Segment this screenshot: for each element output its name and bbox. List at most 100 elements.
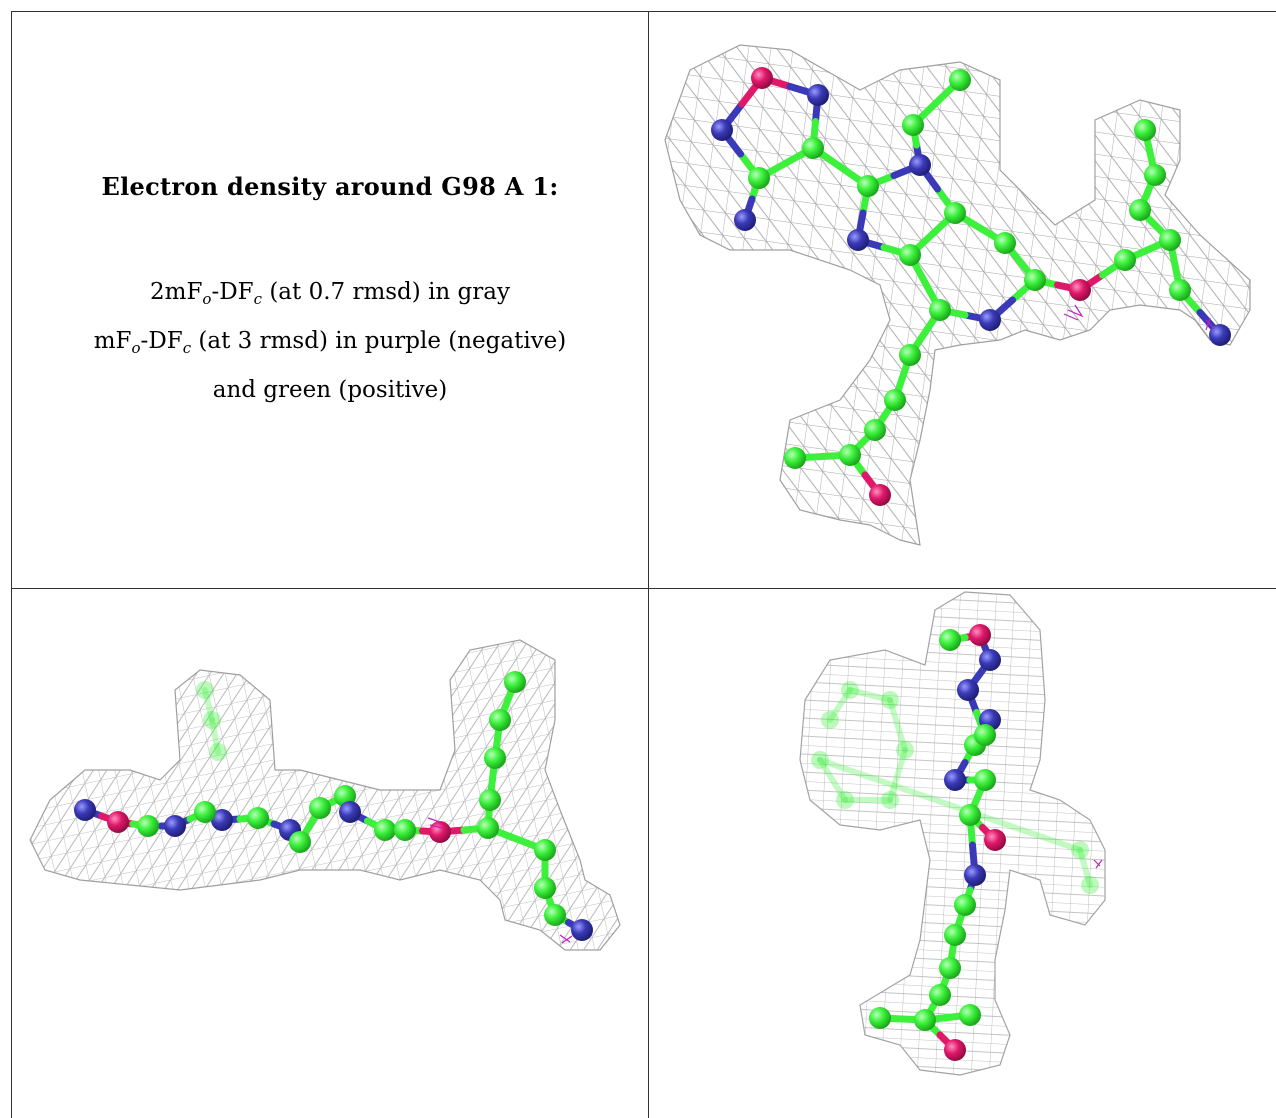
nitrogen-atom-bottom_left-2 — [164, 815, 186, 837]
ghost-atom-bottom_right-4 — [881, 791, 899, 809]
carbon-atom-bottom_left-4 — [247, 807, 269, 829]
ghost-atom-bottom_right-7 — [1071, 841, 1089, 859]
carbon-atom-bottom_right-16 — [959, 1004, 981, 1026]
carbon-atom-top_right-13 — [994, 232, 1016, 254]
caption-line-2mfo: 2mFo-DFc (at 0.7 rmsd) in gray — [150, 279, 510, 308]
carbon-atom-bottom_left-16 — [484, 747, 506, 769]
frame-left — [11, 11, 12, 1118]
oxygen-atom-bottom_right-9 — [984, 829, 1006, 851]
carbon-atom-top_right-16 — [929, 299, 951, 321]
carbon-atom-bottom_left-19 — [534, 877, 556, 899]
nitrogen-atom-bottom_right-3 — [957, 679, 979, 701]
carbon-atom-top_right-6 — [857, 175, 879, 197]
nitrogen-atom-top_right-24 — [1209, 324, 1231, 346]
carbon-atom-top_right-22 — [1159, 229, 1181, 251]
carbon-atom-top_right-27 — [864, 419, 886, 441]
ghost-bond-bottom_left-0 — [202, 687, 215, 723]
ghost-atom-bottom_left-0 — [196, 681, 214, 699]
nitrogen-atom-bottom_left-3 — [211, 809, 233, 831]
negative-density-marks — [427, 304, 1215, 944]
caption-cell: Electron density around G98 A 1: 2mFo-DF… — [12, 12, 648, 588]
frame-middle-vertical — [648, 11, 649, 1118]
carbon-atom-top_right-9 — [949, 69, 971, 91]
density-mesh-bottom-right — [799, 591, 1106, 1076]
carbon-atom-top_right-19 — [1134, 119, 1156, 141]
nitrogen-atom-top_right-15 — [979, 309, 1001, 331]
oxygen-atom-top_right-17 — [1069, 279, 1091, 301]
caption-line-positive: and green (positive) — [212, 377, 448, 403]
ghost-bond-bottom_right-6 — [817, 757, 1083, 853]
carbon-atom-bottom_left-17 — [479, 789, 501, 811]
ghost-bond-bottom_left-1 — [209, 717, 221, 755]
carbon-atom-bottom_left-15 — [489, 709, 511, 731]
ghost-atom-bottom_right-5 — [836, 791, 854, 809]
oxygen-atom-bottom_right-0 — [969, 624, 991, 646]
carbon-atom-bottom_left-14 — [504, 671, 526, 693]
carbon-atom-bottom_right-19 — [974, 724, 996, 746]
carbon-atom-top_right-23 — [1169, 279, 1191, 301]
nitrogen-atom-bottom_left-0 — [74, 799, 96, 821]
carbon-atom-top_right-25 — [899, 344, 921, 366]
carbon-atom-bottom_right-1 — [939, 629, 961, 651]
ghost-bond-bottom_right-2 — [887, 697, 908, 753]
carbon-atom-top_right-3 — [748, 167, 770, 189]
ghost-atom-bottom_right-6 — [811, 751, 829, 769]
ghost-atom-bottom_right-3 — [896, 741, 914, 759]
carbon-atom-bottom_left-11 — [394, 819, 416, 841]
carbon-atom-top_right-12 — [944, 202, 966, 224]
nitrogen-atom-top_right-10 — [847, 229, 869, 251]
carbon-atom-top_right-20 — [1144, 164, 1166, 186]
carbon-atom-bottom_right-11 — [954, 894, 976, 916]
density-mesh-bottom-left — [29, 639, 621, 951]
oxygen-atom-bottom_right-17 — [944, 1039, 966, 1061]
carbon-atom-top_right-14 — [1024, 269, 1046, 291]
carbon-atom-top_right-2 — [802, 137, 824, 159]
oxygen-atom-bottom_left-1 — [107, 811, 129, 833]
ghost-atom-bottom_right-8 — [1081, 876, 1099, 894]
carbon-atom-bottom_right-14 — [929, 984, 951, 1006]
ghost-bond-bottom_right-3 — [887, 747, 908, 803]
nitrogen-atom-bottom_left-21 — [571, 919, 593, 941]
carbon-atom-bottom_left-18 — [534, 839, 556, 861]
oxygen-atom-bottom_left-12 — [429, 821, 451, 843]
carbon-atom-top_right-11 — [899, 244, 921, 266]
carbon-atom-bottom_right-12 — [944, 924, 966, 946]
carbon-atom-top_right-29 — [784, 447, 806, 469]
frame-middle-horizontal — [12, 588, 1276, 589]
nitrogen-atom-bottom_right-6 — [944, 769, 966, 791]
ghost-bond-bottom_right-0 — [827, 687, 853, 723]
nitrogen-atom-bottom_left-9 — [339, 801, 361, 823]
carbon-atom-top_right-18 — [1114, 249, 1136, 271]
nitrogen-atom-top_right-7 — [909, 154, 931, 176]
carbon-atom-bottom_right-13 — [939, 957, 961, 979]
caption-line-mfo: mFo-DFc (at 3 rmsd) in purple (negative) — [93, 328, 567, 357]
nitrogen-atom-bottom_right-10 — [964, 864, 986, 886]
carbon-atom-top_right-8 — [902, 114, 924, 136]
carbon-atom-top_right-28 — [839, 444, 861, 466]
caption-body: 2mFo-DFc (at 0.7 rmsd) in gray mFo-DFc (… — [94, 271, 567, 411]
carbon-atom-bottom_left-10 — [374, 819, 396, 841]
carbon-atom-bottom_left-20 — [544, 904, 566, 926]
ghost-atom-bottom_right-0 — [821, 711, 839, 729]
carbon-atom-bottom_left-13 — [477, 817, 499, 839]
carbon-atom-bottom_right-15 — [869, 1007, 891, 1029]
nitrogen-atom-top_right-1 — [807, 84, 829, 106]
ghost-atom-bottom_left-1 — [203, 711, 221, 729]
carbon-atom-bottom_left-22 — [137, 815, 159, 837]
atoms-layer — [74, 67, 1231, 1061]
oxygen-atom-top_right-0 — [751, 67, 773, 89]
oxygen-atom-top_right-30 — [869, 484, 891, 506]
carbon-atom-bottom_right-7 — [974, 769, 996, 791]
caption-title: Electron density around G98 A 1: — [101, 172, 559, 201]
carbon-atom-bottom_left-7 — [309, 797, 331, 819]
nitrogen-atom-top_right-4 — [711, 119, 733, 141]
carbon-atom-bottom_left-23 — [194, 801, 216, 823]
ghost-atom-bottom_left-2 — [209, 743, 227, 761]
frame-top — [12, 11, 1276, 12]
density-mesh-top-right — [664, 44, 1251, 546]
ghost-atom-bottom_right-1 — [841, 681, 859, 699]
carbon-atom-bottom_right-8 — [959, 804, 981, 826]
carbon-atom-top_right-26 — [884, 389, 906, 411]
ghost-atom-bottom_right-2 — [881, 691, 899, 709]
